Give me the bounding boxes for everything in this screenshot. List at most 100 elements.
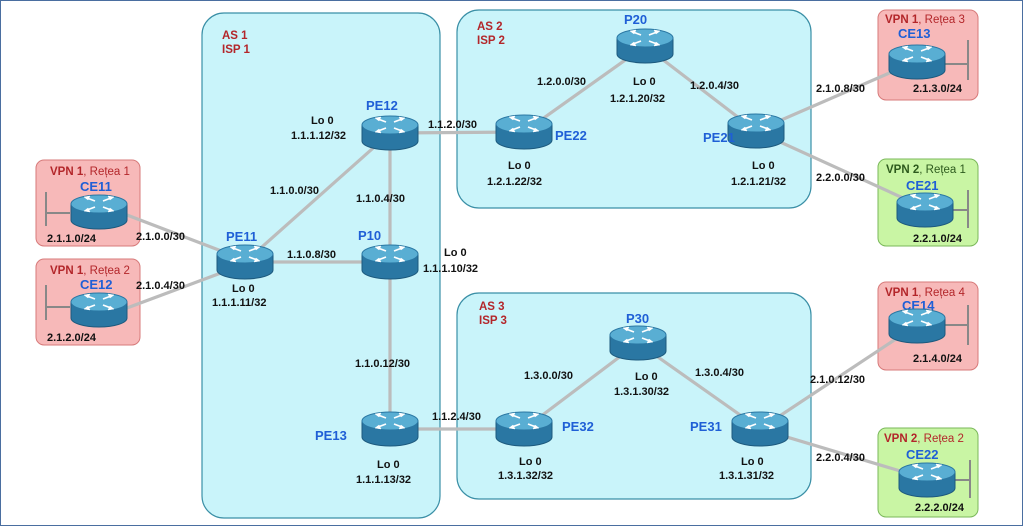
link-label-pe21-ce21: 2.2.0.0/30 xyxy=(816,172,865,184)
router-icon xyxy=(898,462,956,498)
link-label-pe12-pe22: 1.1.2.0/30 xyxy=(428,119,477,131)
ce-lan-ce13: 2.1.3.0/24 xyxy=(913,83,963,95)
router-icon xyxy=(361,244,419,280)
link-label-ce12-pe11: 2.1.0.4/30 xyxy=(136,280,185,292)
ce-lan-ce12: 2.1.2.0/24 xyxy=(47,332,97,344)
ce-router-ce14[interactable]: VPN 1, Rețea 4 CE14 2.1.4.0/24 xyxy=(885,287,966,365)
router-lo-ip-pe22: 1.2.1.22/32 xyxy=(487,176,542,188)
link-label-pe21-ce13: 2.1.0.8/30 xyxy=(816,83,865,95)
ce-name-ce11: CE11 xyxy=(80,179,112,194)
ce-name-ce13: CE13 xyxy=(898,26,931,41)
link-label-pe11-p10: 1.1.0.8/30 xyxy=(287,249,336,261)
router-pe12[interactable]: PE12 Lo 0 1.1.1.12/32 xyxy=(291,98,419,151)
link-pe11-pe12[interactable] xyxy=(243,131,392,264)
site-header-ce12: VPN 1, Rețea 2 xyxy=(50,265,130,277)
ce-router-ce22[interactable]: VPN 2, Rețea 2 CE22 2.2.2.0/24 xyxy=(884,433,965,514)
as2-container xyxy=(456,9,812,209)
router-name-pe13: PE13 xyxy=(315,428,347,443)
router-lo-ip-pe11: 1.1.1.11/32 xyxy=(212,297,266,309)
ce-lan-ce14: 2.1.4.0/24 xyxy=(913,353,963,365)
router-pe13[interactable]: PE13 Lo 0 1.1.1.13/32 xyxy=(315,411,419,486)
link-pe21-ce21[interactable] xyxy=(754,129,927,210)
router-lo-label-pe22: Lo 0 xyxy=(508,160,531,172)
router-lo-ip-pe21: 1.2.1.21/32 xyxy=(731,176,786,188)
router-lo-ip-pe12: 1.1.1.12/32 xyxy=(291,130,346,142)
router-icon xyxy=(495,411,553,447)
router-icon xyxy=(888,308,946,344)
router-name-pe11: PE11 xyxy=(226,229,257,244)
router-p20[interactable]: P20 Lo 0 1.2.1.20/32 xyxy=(610,12,674,105)
router-icon xyxy=(609,325,667,361)
router-lo-label-p20: Lo 0 xyxy=(633,76,656,88)
ce-router-ce13[interactable]: VPN 1, Rețea 3 CE13 2.1.3.0/24 xyxy=(885,14,965,95)
ce-name-ce22: CE22 xyxy=(906,447,939,462)
router-name-p20: P20 xyxy=(624,12,647,27)
as3-isp-label: ISP 3 xyxy=(479,315,507,327)
router-lo-ip-pe32: 1.3.1.32/32 xyxy=(498,470,553,482)
router-icon xyxy=(495,114,553,150)
link-label-pe11-pe12: 1.1.0.0/30 xyxy=(270,185,319,197)
lan-stubs xyxy=(45,40,971,498)
router-pe22[interactable]: PE22 Lo 0 1.2.1.22/32 xyxy=(487,114,587,188)
router-lo-ip-p30: 1.3.1.30/32 xyxy=(614,386,669,398)
router-lo-label-pe21: Lo 0 xyxy=(752,160,775,172)
as2-isp-label: ISP 2 xyxy=(477,35,505,47)
router-icon xyxy=(361,411,419,447)
router-icon xyxy=(616,28,674,64)
as1-isp-label: ISP 1 xyxy=(222,44,251,56)
link-label-pe32-p30: 1.3.0.0/30 xyxy=(524,370,573,382)
link-pe31-ce14[interactable] xyxy=(758,323,919,431)
router-lo-ip-p10: 1.1.1.10/32 xyxy=(423,263,478,275)
router-icon xyxy=(731,411,789,447)
link-label-pe31-ce14: 2.1.0.12/30 xyxy=(810,374,865,386)
router-icon xyxy=(896,192,954,228)
router-pe32[interactable]: PE32 Lo 0 1.3.1.32/32 xyxy=(495,411,594,482)
link-label-pe13-pe32: 1.1.2.4/30 xyxy=(432,411,481,423)
ce-router-ce12[interactable]: VPN 1, Rețea 2 CE12 2.1.2.0/24 xyxy=(47,265,130,344)
as3-as-label: AS 3 xyxy=(479,301,505,313)
router-pe31[interactable]: PE31 Lo 0 1.3.1.31/32 xyxy=(690,411,789,482)
router-lo-label-pe32: Lo 0 xyxy=(519,456,542,468)
router-name-p10: P10 xyxy=(358,228,381,243)
ce-name-ce21: CE21 xyxy=(906,178,939,193)
link-label-p20-pe21: 1.2.0.4/30 xyxy=(690,80,739,92)
router-name-pe12: PE12 xyxy=(366,98,398,113)
ce-lan-ce11: 2.1.1.0/24 xyxy=(47,233,97,245)
site-header-ce22: VPN 2, Rețea 2 xyxy=(884,433,964,445)
router-name-pe32: PE32 xyxy=(562,419,594,434)
router-lo-label-pe12: Lo 0 xyxy=(311,115,334,127)
router-name-pe31: PE31 xyxy=(690,419,722,434)
router-icon xyxy=(888,44,946,80)
ce-router-ce21[interactable]: VPN 2, Rețea 1 CE21 2.2.1.0/24 xyxy=(886,164,966,245)
ce-router-ce11[interactable]: VPN 1, Rețea 1 CE11 2.1.1.0/24 xyxy=(47,166,130,245)
router-p10[interactable]: P10 Lo 0 1.1.1.10/32 xyxy=(358,228,478,280)
link-label-pe12-p10: 1.1.0.4/30 xyxy=(356,193,405,205)
router-pe21[interactable]: PE21 Lo 0 1.2.1.21/32 xyxy=(703,113,786,188)
router-lo-label-pe11: Lo 0 xyxy=(232,283,255,295)
router-name-p30: P30 xyxy=(626,311,649,326)
router-pe11[interactable]: PE11 Lo 0 1.1.1.11/32 xyxy=(212,229,274,309)
router-icon xyxy=(70,194,128,230)
router-icon xyxy=(70,292,128,328)
link-labels: 2.1.0.0/30 2.1.0.4/30 1.1.0.0/30 1.1.0.8… xyxy=(136,76,865,464)
router-lo-ip-p20: 1.2.1.20/32 xyxy=(610,93,665,105)
site-header-ce14: VPN 1, Rețea 4 xyxy=(885,287,966,299)
router-lo-label-pe31: Lo 0 xyxy=(741,456,764,468)
router-lo-label-p30: Lo 0 xyxy=(635,371,658,383)
router-name-pe22: PE22 xyxy=(555,128,587,143)
link-label-pe31-ce22: 2.2.0.4/30 xyxy=(816,452,865,464)
router-icon xyxy=(361,115,419,151)
ce-name-ce12: CE12 xyxy=(80,277,113,292)
router-lo-label-p10: Lo 0 xyxy=(444,247,467,259)
site-header-ce21: VPN 2, Rețea 1 xyxy=(886,164,966,176)
link-label-p30-pe31: 1.3.0.4/30 xyxy=(695,367,744,379)
as1-as-label: AS 1 xyxy=(222,30,248,42)
router-p30[interactable]: P30 Lo 0 1.3.1.30/32 xyxy=(609,311,669,398)
router-icon xyxy=(727,113,785,149)
link-label-p10-pe13: 1.1.0.12/30 xyxy=(355,358,410,370)
router-lo-ip-pe31: 1.3.1.31/32 xyxy=(719,470,774,482)
router-name-pe21: PE21 xyxy=(703,130,735,145)
